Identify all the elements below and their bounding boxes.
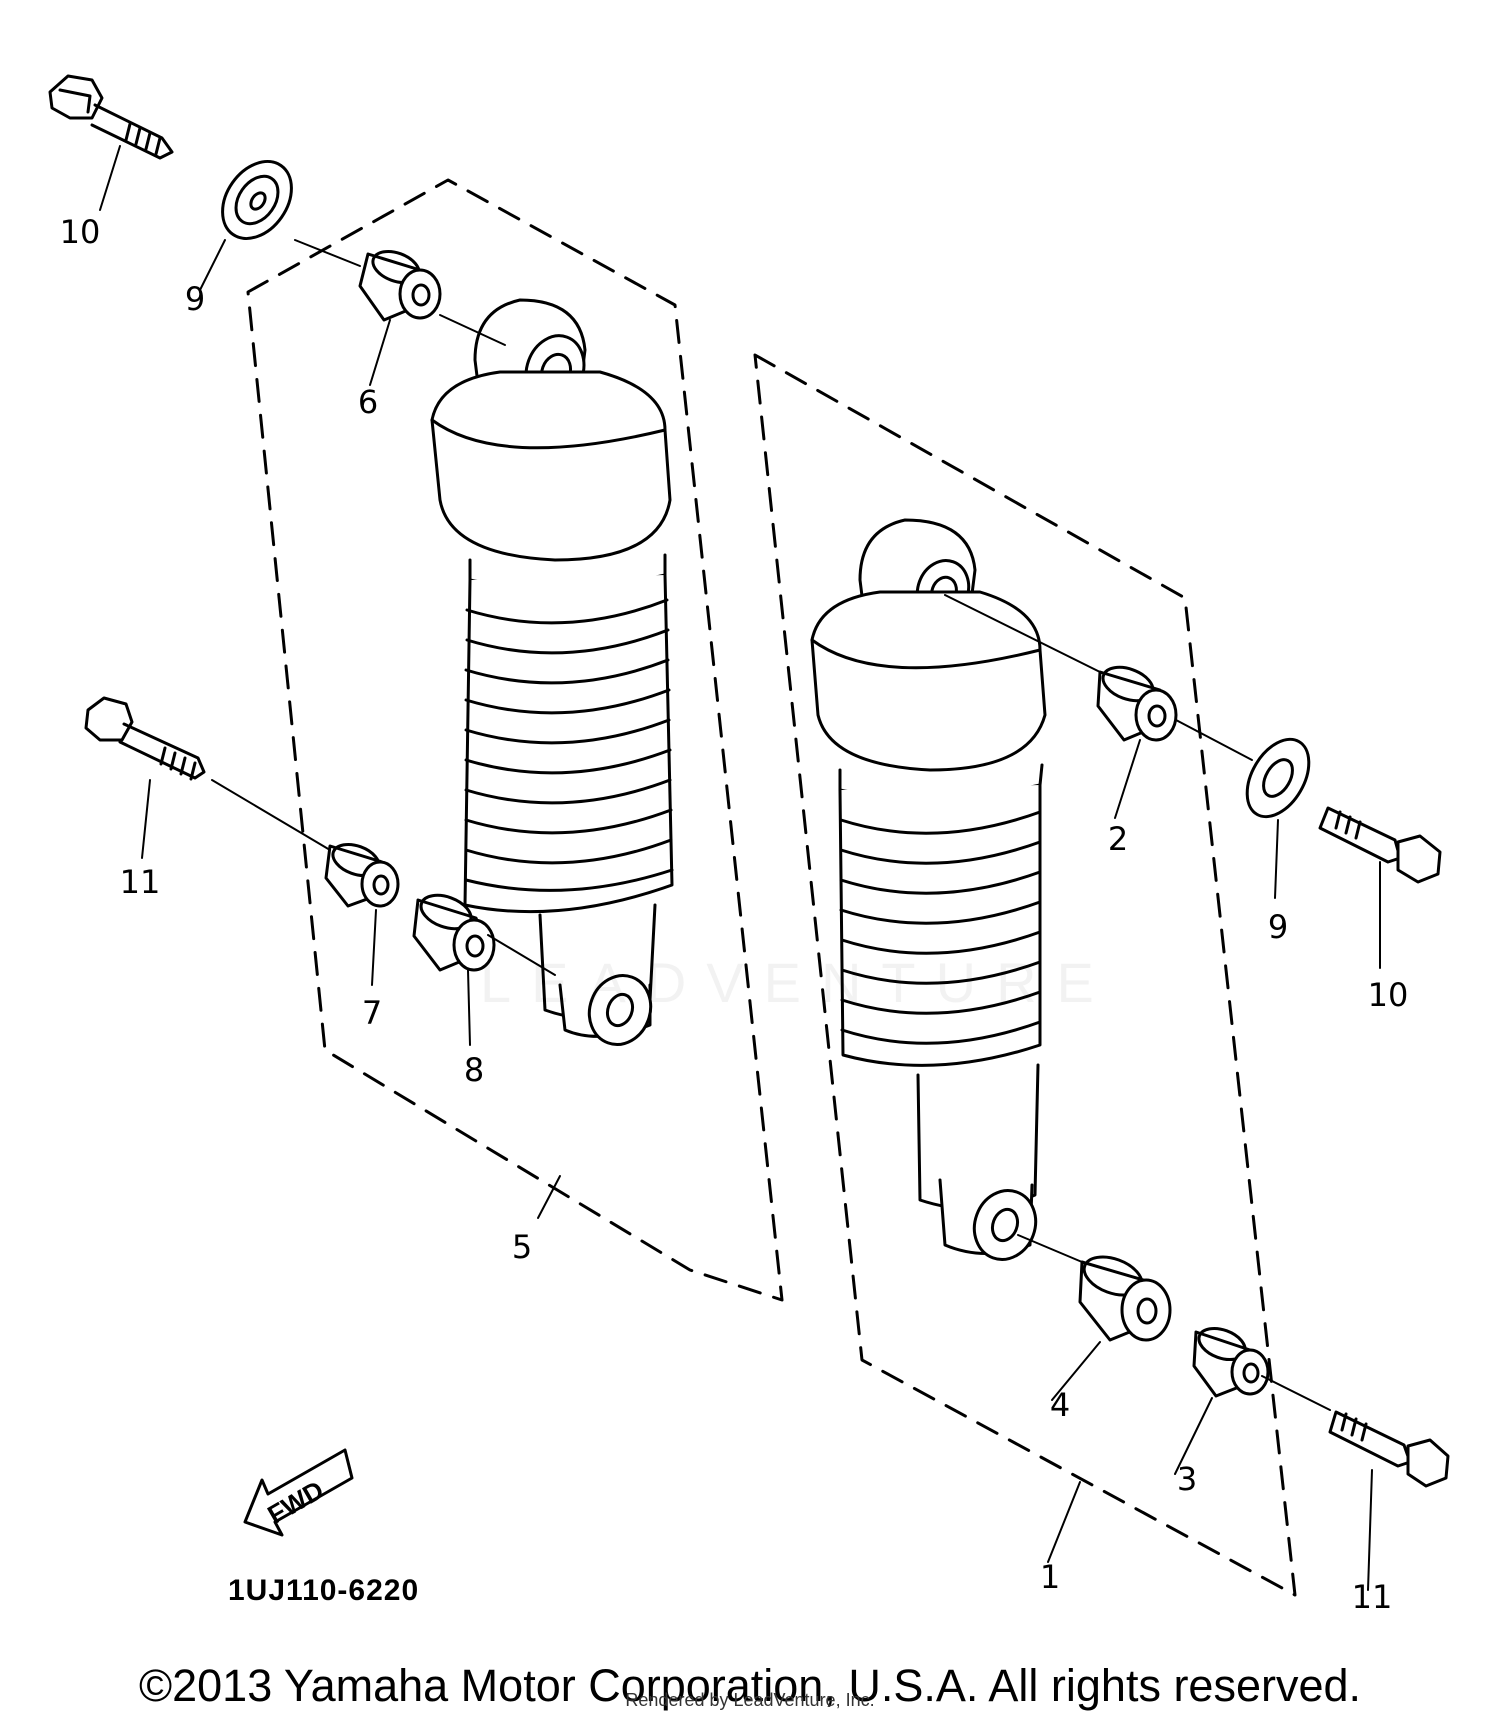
leader-line [211,779,331,851]
leader-line [467,969,471,1046]
collar-8 [412,893,496,972]
leader-line [1175,719,1253,761]
bolt-11-left [84,696,206,781]
leader-line [537,1175,561,1219]
leader-line [487,934,556,976]
leader-line [1051,1341,1101,1401]
part-label-1: 1 [1040,1558,1060,1596]
shock-absorber-right [810,518,1047,1261]
part-label-8: 8 [464,1051,484,1089]
leader-line [944,594,1101,673]
part-label-5: 5 [512,1228,532,1266]
bolt-11-right [1328,1410,1450,1488]
washer-9-left [221,160,293,240]
leader-line [99,145,121,211]
rendered-by-notice: Rendered by LeadVenture, Inc. [625,1690,875,1710]
leader-line [1017,1234,1083,1263]
shock-absorber-left [430,298,674,1046]
bolt-10-left [48,74,174,160]
part-label-9-right: 9 [1268,908,1288,946]
bolt-10-right [1318,806,1442,884]
leader-line [294,239,361,267]
leader-line [439,314,506,346]
leader-line [1274,819,1279,899]
assembly-outline-left [246,178,784,1302]
collar-3 [1192,1326,1270,1398]
leader-line [1261,1375,1331,1411]
part-label-4: 4 [1050,1386,1070,1424]
washer-9-right [1245,737,1311,819]
leader-line [141,779,151,859]
part-label-10-right: 10 [1368,976,1409,1014]
leader-line [199,239,226,291]
collar-6 [358,249,442,322]
part-label-11-right: 11 [1352,1578,1393,1616]
part-label-11-left: 11 [120,863,161,901]
diagram-code: 1UJ110-6220 [228,1574,419,1607]
leader-line [1114,739,1141,819]
leader-line [1174,1397,1213,1475]
watermark: LEADVENTURE [480,951,1114,1014]
fwd-arrow [243,1448,354,1537]
leader-line [371,909,377,986]
assembly-outline-right [753,353,1297,1597]
leader-line [1047,1481,1081,1563]
part-label-7: 7 [362,994,382,1032]
collar-7 [324,842,400,908]
leader-line [369,319,391,386]
collar-2 [1096,665,1178,742]
part-label-9-left: 9 [185,280,205,318]
part-label-6: 6 [358,383,378,421]
part-label-10-left: 10 [60,213,101,251]
leader-line [1367,1469,1373,1591]
part-label-2: 2 [1108,820,1128,858]
part-label-3: 3 [1177,1460,1197,1498]
copyright-notice: ©2013 Yamaha Motor Corporation, U.S.A. A… [138,1660,1362,1711]
collar-4 [1078,1255,1172,1342]
